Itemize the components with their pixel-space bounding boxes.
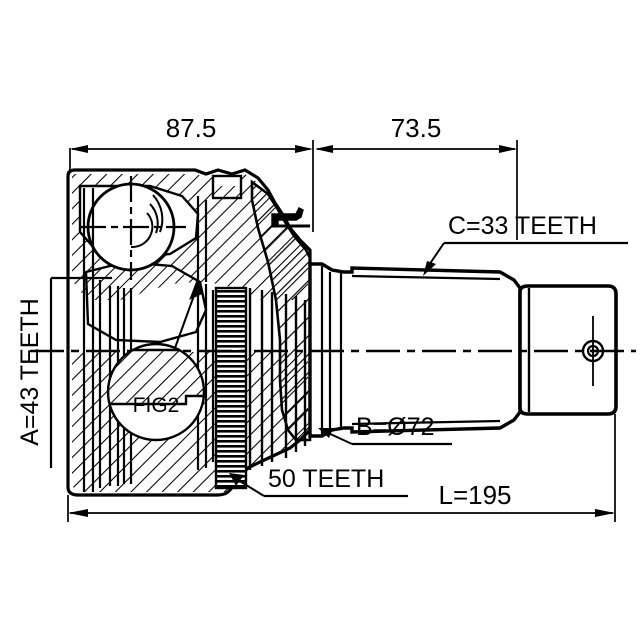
arrow-73-left — [315, 145, 333, 153]
dimension-arrows-top — [70, 145, 517, 153]
dimension-arrows-overall — [68, 509, 615, 517]
fig2-detail-content — [108, 348, 204, 406]
label-abs-text: 50 TEETH — [268, 465, 384, 493]
label-abs-leader — [237, 479, 265, 497]
label-a-text: A=43 TEETH — [16, 298, 44, 446]
dim-label-shaft-length: 73.5 — [391, 113, 442, 143]
arrow-overall-right — [595, 509, 615, 517]
label-c-arrow — [423, 261, 436, 276]
upper-bore-lines — [82, 188, 208, 282]
arrow-87-right — [295, 145, 313, 153]
dim-label-overall-length: L=195 — [438, 480, 511, 510]
label-b-arrow — [318, 428, 333, 438]
housing-cap-hatch — [214, 186, 240, 198]
fig2-label: FIG2 — [133, 394, 180, 417]
label-a-group: A=43 TEETH — [16, 276, 112, 468]
label-abs-group: 50 TEETH — [229, 465, 408, 498]
arrow-87-left — [70, 145, 88, 153]
label-b-group: B=Ø72 — [318, 413, 452, 446]
ball-bearing-arcs — [130, 194, 164, 249]
label-b-text: B=Ø72 — [356, 413, 435, 441]
fig2-leader — [174, 279, 204, 349]
dimension-group-top — [69, 140, 518, 240]
arrow-73-right — [499, 145, 517, 153]
label-c-text: C=33 TEETH — [448, 212, 597, 240]
dimension-group-overall — [67, 414, 616, 522]
arrow-overall-left — [68, 509, 88, 517]
abs-tone-ring-teeth-pattern — [217, 289, 245, 487]
dim-label-joint-length: 87.5 — [166, 113, 217, 143]
label-c-group: C=33 TEETH — [423, 212, 628, 276]
boot-flange-collar — [248, 288, 307, 470]
label-abs-arrow — [229, 473, 244, 486]
cage-window-lower-hatch — [86, 262, 206, 300]
ball-center-mark — [80, 176, 186, 280]
